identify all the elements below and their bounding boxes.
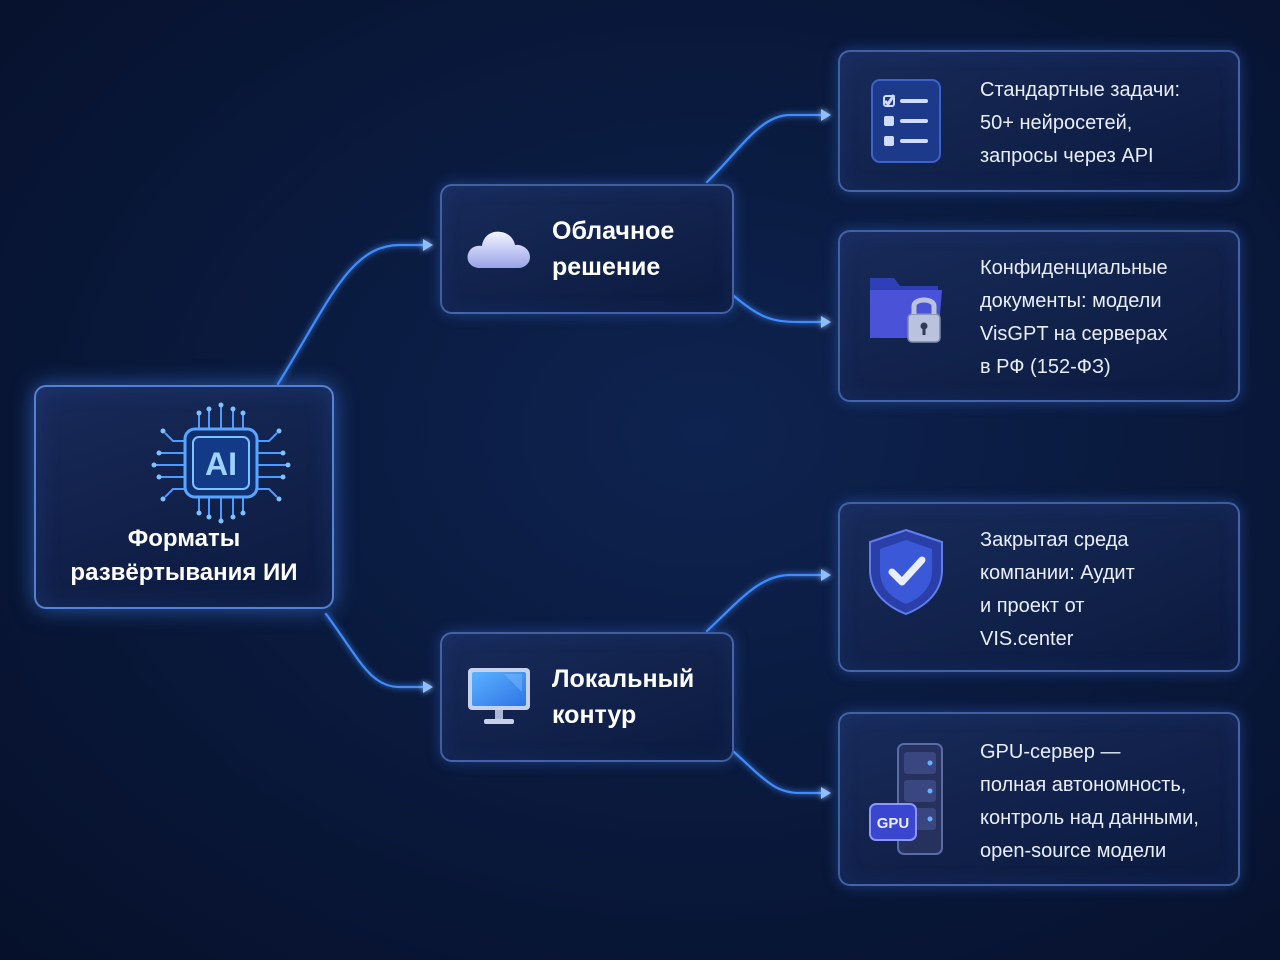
arrowhead-local: [423, 681, 433, 693]
standard-tasks-node: Стандартные задачи: 50+ нейросетей, запр…: [838, 50, 1240, 192]
root-title-line2: развёртывания ИИ: [70, 559, 298, 586]
gpu-server-line2: полная автономность,: [980, 774, 1187, 796]
gpu-server-line4: open-source модели: [980, 840, 1167, 862]
locked-folder-icon: [870, 278, 942, 343]
confidential-docs-line2: документы: модели: [980, 290, 1162, 312]
confidential-docs-line4: в РФ (152-ФЗ): [980, 356, 1111, 378]
root-node: AI Форматы развёртывания ИИ: [34, 385, 334, 609]
local-title-line1: Локальный: [552, 665, 695, 693]
closed-environment-line2: компании: Аудит: [980, 562, 1135, 584]
root-title-line1: Форматы: [127, 525, 241, 552]
checklist-icon: [871, 79, 941, 163]
confidential-docs-node: Конфиденциальные документы: модели VisGP…: [838, 230, 1240, 402]
standard-tasks-line2: 50+ нейросетей,: [980, 112, 1133, 134]
standard-tasks-text: Стандартные задачи: 50+ нейросетей, запр…: [980, 74, 1180, 173]
connector-local-gpu: [732, 750, 824, 795]
local-title-line2: контур: [552, 701, 637, 729]
ai-chip-icon: AI: [151, 402, 291, 524]
connector-local-closed: [705, 573, 824, 633]
confidential-docs-line3: VisGPT на серверах: [980, 323, 1168, 345]
closed-environment-line1: Закрытая среда: [980, 529, 1129, 551]
connector-root-local: [324, 612, 426, 689]
monitor-icon: [468, 668, 530, 724]
gpu-server-icon: GPU: [869, 743, 943, 855]
connector-cloud-docs: [732, 294, 824, 324]
standard-tasks-line3: запросы через API: [980, 145, 1154, 167]
connector-root-cloud: [276, 243, 426, 386]
confidential-docs-text: Конфиденциальные документы: модели VisGP…: [980, 252, 1168, 384]
cloud-title-line1: Облачное: [552, 217, 675, 245]
closed-environment-node: Закрытая среда компании: Аудит и проект …: [838, 502, 1240, 672]
gpu-server-line3: контроль над данными,: [980, 807, 1199, 829]
arrowhead-gpu: [821, 787, 831, 799]
shield-check-icon: [869, 528, 943, 616]
closed-environment-text: Закрытая среда компании: Аудит и проект …: [980, 524, 1135, 656]
arrowhead-tasks: [821, 109, 831, 121]
connector-cloud-tasks: [705, 113, 824, 184]
standard-tasks-line1: Стандартные задачи:: [980, 79, 1181, 101]
gpu-server-text: GPU-сервер — полная автономность, контро…: [980, 736, 1199, 868]
cloud-title-line2: решение: [552, 253, 661, 281]
confidential-docs-line1: Конфиденциальные: [980, 257, 1168, 279]
gpu-server-line1: GPU-сервер —: [980, 741, 1121, 763]
closed-environment-line3: и проект от: [980, 595, 1085, 617]
arrowhead-cloud: [423, 239, 433, 251]
local-contour-node: Локальный контур: [440, 632, 734, 762]
cloud-icon: [467, 231, 530, 268]
gpu-badge-label: GPU: [877, 815, 910, 832]
ai-chip-label: AI: [205, 446, 237, 482]
arrowhead-closed: [821, 569, 831, 581]
gpu-server-node: GPU GPU-сервер — полная автономность, ко…: [838, 712, 1240, 886]
arrowhead-docs: [821, 316, 831, 328]
closed-environment-line4: VIS.center: [980, 628, 1074, 650]
cloud-solution-node: Облачное решение: [440, 184, 734, 314]
